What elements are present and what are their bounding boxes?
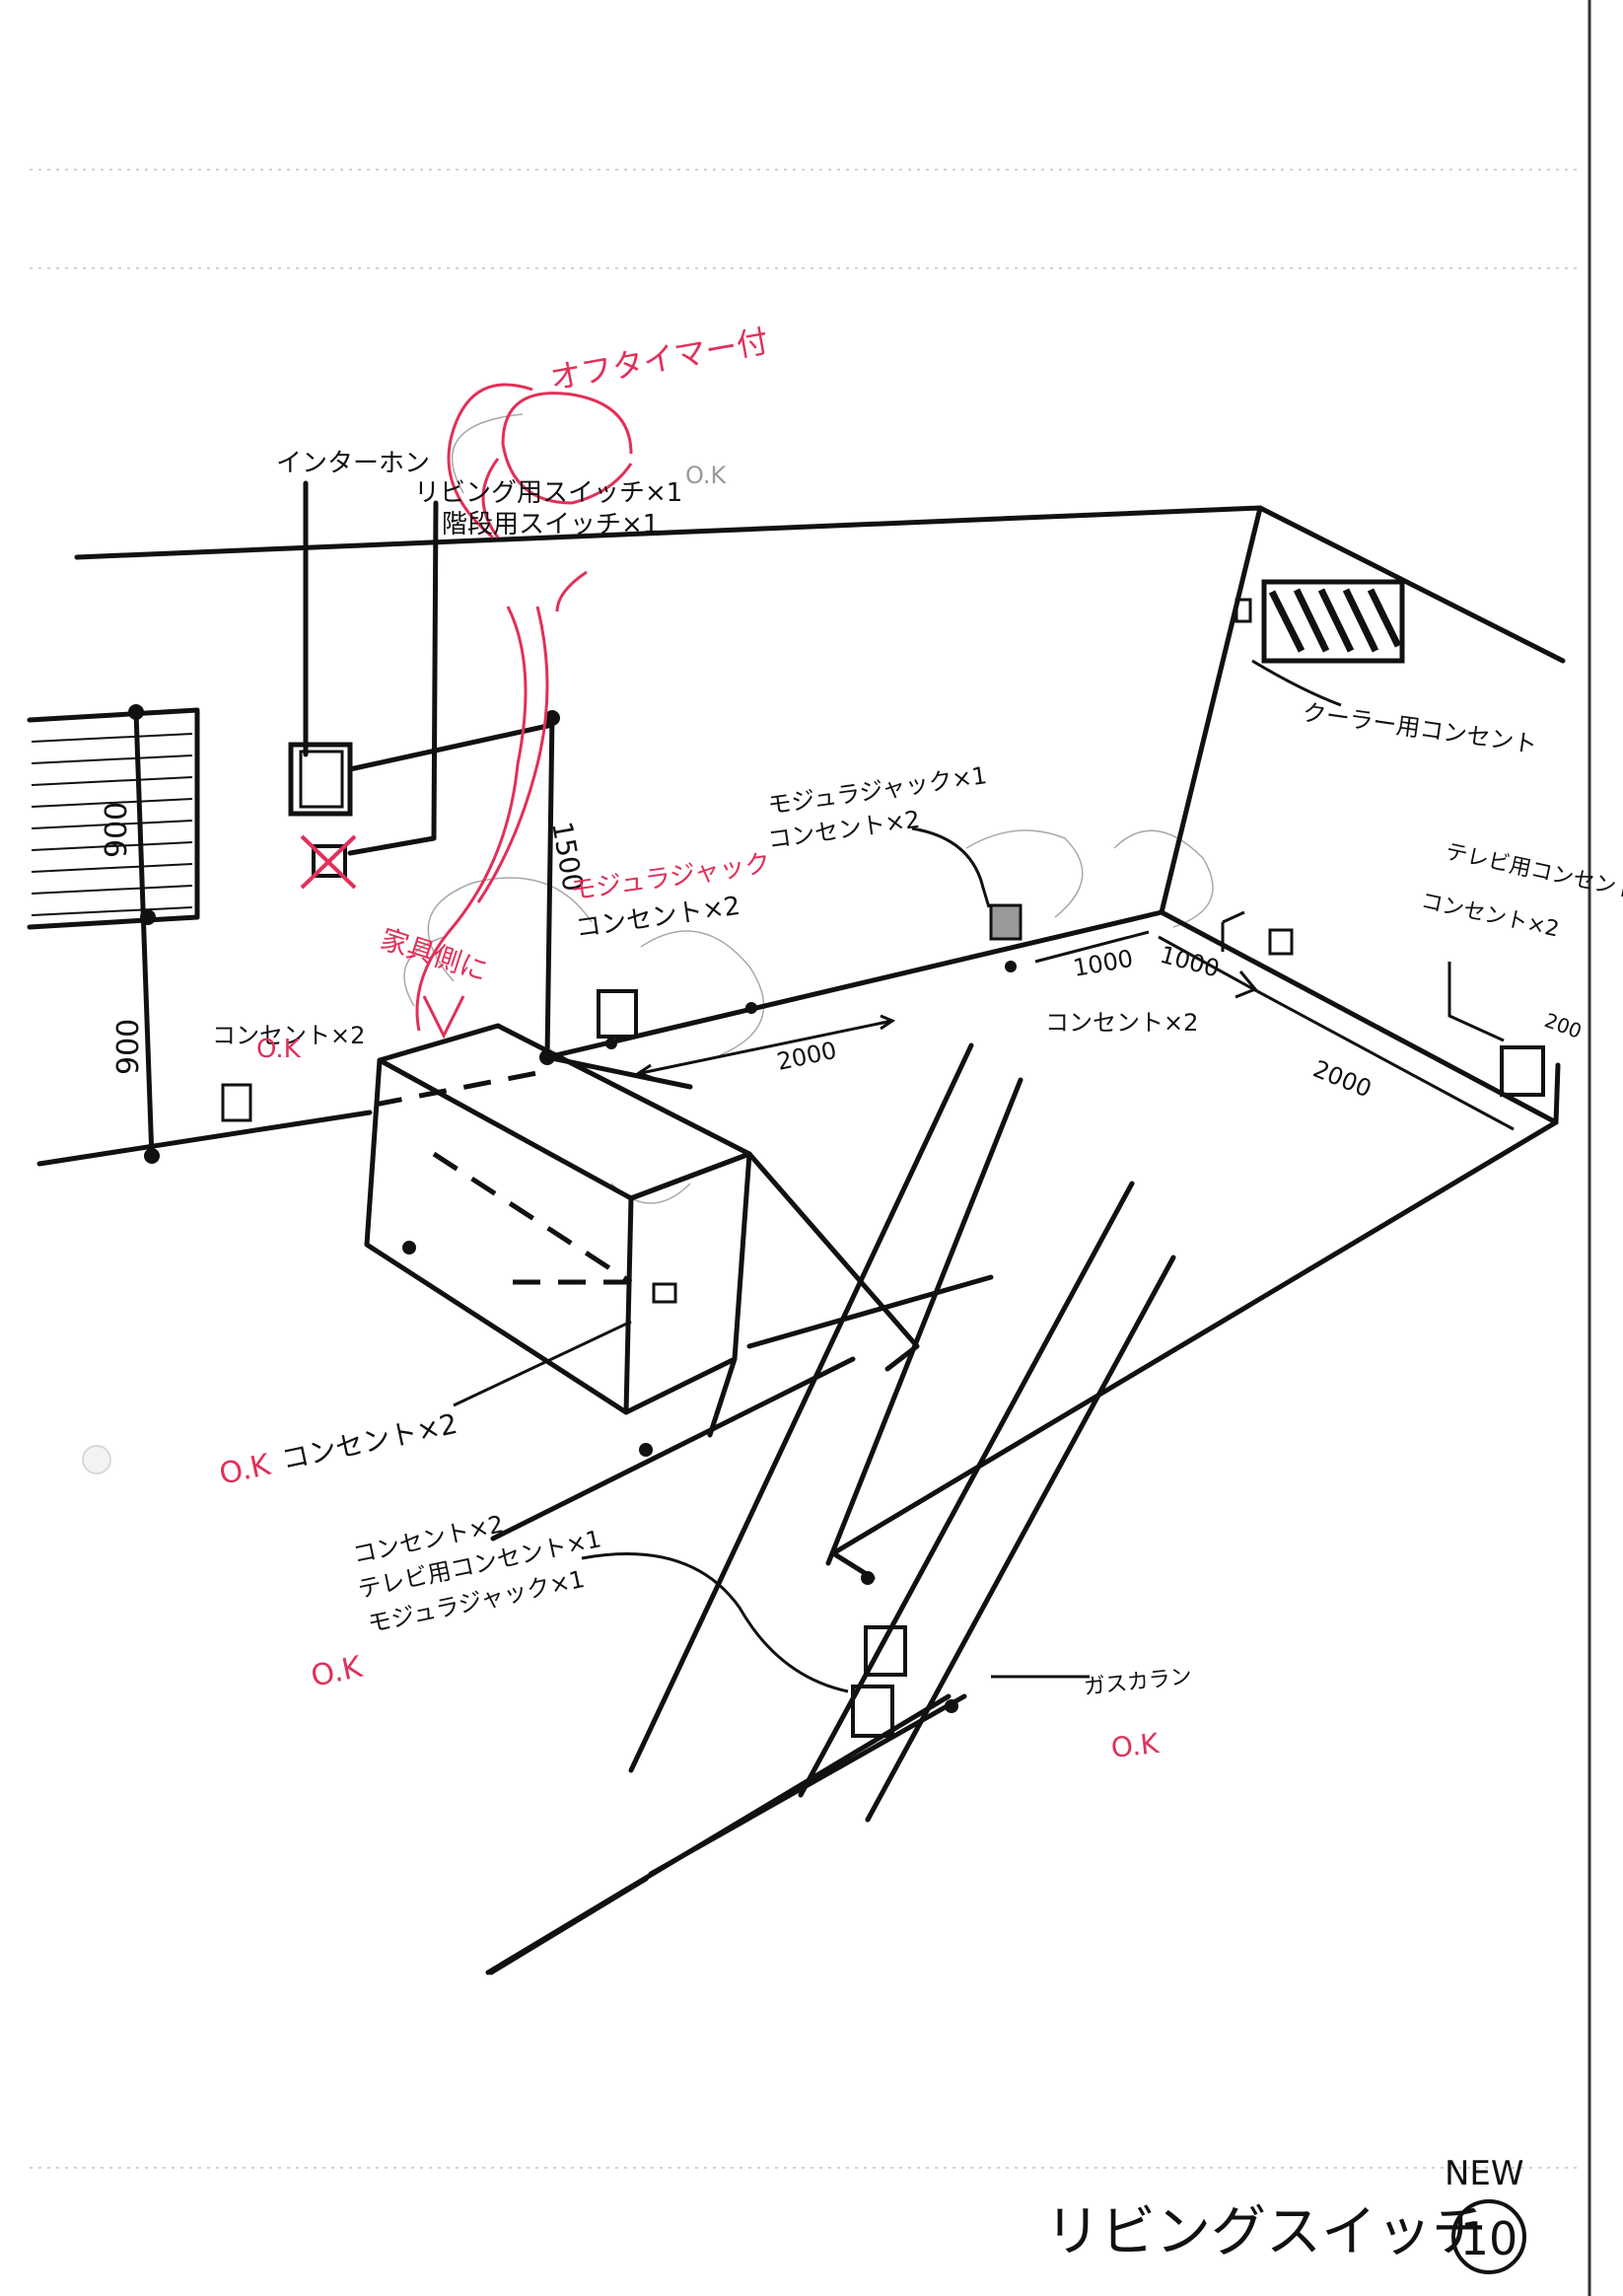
new-mark: NEW — [1445, 2154, 1524, 2193]
aircon-unit — [1261, 579, 1405, 664]
dim-1000-b: 1000 — [1157, 941, 1222, 983]
dim-window-900: 900 — [100, 802, 134, 858]
leader-lines — [453, 659, 1505, 1693]
label-aircon: クーラー用コンセント — [1301, 698, 1539, 758]
switch-box — [312, 844, 347, 878]
cross-mark — [300, 834, 357, 890]
counter-outlet-box — [652, 1282, 677, 1304]
outlet-box-left — [221, 1083, 252, 1122]
joint-dots — [128, 704, 1017, 1713]
page-title: リビングスイッチ — [1045, 2200, 1487, 2264]
page-number-circle — [1451, 2199, 1526, 2274]
outlet-box-corner — [1268, 928, 1294, 956]
dim-2000-right: 2000 — [1309, 1055, 1376, 1104]
label-ok-left: O.K — [256, 1035, 302, 1064]
window-post — [133, 709, 155, 1162]
room-drawing — [27, 480, 1566, 1975]
window-hatch — [31, 733, 193, 916]
counter-hidden-lines — [374, 1067, 633, 1285]
right-wall-floor-line — [1159, 909, 1559, 1125]
outlet-box-back — [989, 903, 1023, 941]
label-switch-living: リビング用スイッチ×1 — [414, 478, 682, 508]
room-corner-line — [1159, 505, 1263, 915]
label-gas: ガスカラン — [1083, 1665, 1193, 1700]
label-outlet-left: コンセント×2 — [212, 1022, 365, 1049]
pencil-scribbles — [403, 413, 1214, 1204]
label-switch-stairs: 階段用スイッチ×1 — [442, 510, 659, 539]
floor-outlet-box-b — [851, 1685, 894, 1738]
aircon-hatch — [1268, 588, 1402, 653]
red-annotation-curves — [415, 383, 633, 1040]
intercom-unit — [288, 742, 353, 817]
label-ok-top: O.K — [685, 462, 728, 489]
dim-200: 200 — [1541, 1008, 1585, 1043]
partition-post — [544, 712, 555, 1060]
floor-outlet-box-a — [864, 1625, 907, 1677]
label-intercom: インターホン — [276, 449, 430, 478]
paper-rules — [30, 0, 1591, 2296]
window-frame — [27, 707, 200, 723]
label-ok-floor: O.K — [308, 1650, 366, 1694]
dimension-lines — [635, 930, 1515, 1131]
tv-outlet-box-right — [1500, 1045, 1545, 1097]
label-ok-counter: O.K — [216, 1448, 274, 1492]
page-number: 10 — [1460, 2212, 1518, 2265]
label-kitchen-side: 家具側に — [377, 922, 492, 987]
label-offtimer: オフタイマー付 — [547, 323, 771, 397]
right-wall-top-line — [1257, 505, 1566, 664]
back-wall-floor-line — [544, 909, 1164, 1060]
label-ok-gas: O.K — [1109, 1727, 1161, 1764]
left-wall-floor-line — [36, 1110, 373, 1167]
label-outlet-right: コンセント×2 — [1419, 889, 1562, 942]
outlet-box-mid — [597, 989, 638, 1039]
label-outlet-counter: コンセント×2 — [279, 1407, 460, 1476]
label-modular-red: モジュラジャック — [569, 849, 773, 906]
ceiling-line — [74, 505, 1263, 560]
dim-wall-900: 900 — [111, 1019, 146, 1075]
punch-hole — [82, 1445, 111, 1474]
label-outlet-corner: コンセント×2 — [1045, 1009, 1198, 1037]
